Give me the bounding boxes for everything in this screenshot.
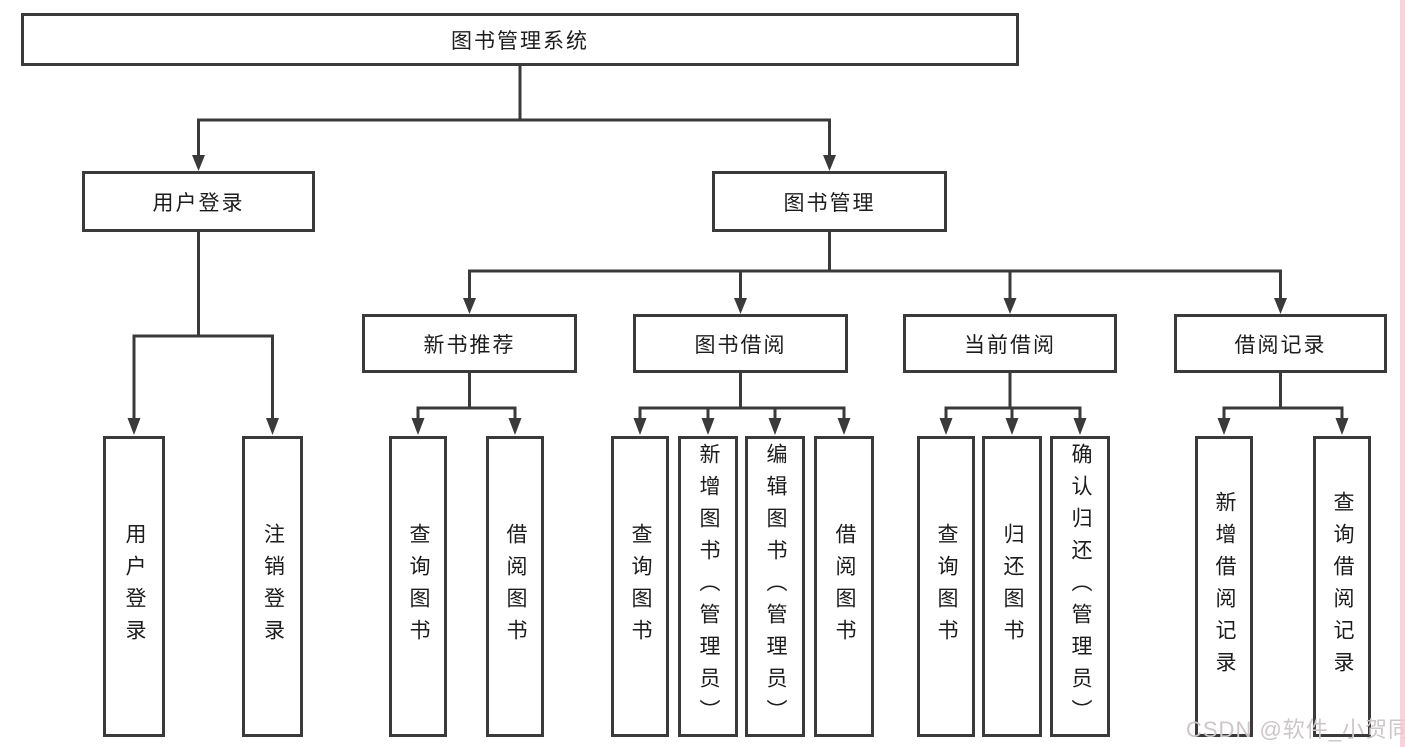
node-label: 编辑图书（管理员） xyxy=(764,442,787,731)
node-label: 用户登录 xyxy=(123,522,146,651)
node-label: 归还图书 xyxy=(1001,522,1024,651)
right-edge-strip xyxy=(1400,0,1405,747)
edge-newbook-branch xyxy=(416,406,517,420)
arrowhead xyxy=(1274,298,1287,314)
node-leaf-borrow-books-1: 借阅图书 xyxy=(486,436,544,737)
csdn-watermark: CSDN @软件_小贺同学 xyxy=(1186,717,1405,742)
node-label: 新增图书（管理员） xyxy=(697,442,720,731)
arrowhead xyxy=(1073,418,1087,435)
arrowhead xyxy=(837,418,851,435)
edge-root-branch xyxy=(197,118,831,157)
arrowhead xyxy=(411,418,425,435)
arrowhead xyxy=(508,418,522,435)
node-label: 确认归还（管理员） xyxy=(1069,442,1092,731)
node-label: 图书管理系统 xyxy=(451,29,589,53)
node-label: 查询借阅记录 xyxy=(1331,490,1354,683)
arrowhead xyxy=(1217,418,1231,435)
node-label: 当前借阅 xyxy=(964,333,1056,357)
node-label: 借阅图书 xyxy=(504,522,527,651)
node-leaf-query-books-2: 查询图书 xyxy=(611,436,669,737)
node-leaf-query-books-1: 查询图书 xyxy=(389,436,447,737)
node-label: 新书推荐 xyxy=(423,333,516,357)
arrowhead xyxy=(768,418,782,435)
edge-login-branch xyxy=(132,334,274,420)
node-current-borrow: 当前借阅 xyxy=(903,314,1117,373)
node-label: 查询图书 xyxy=(407,522,430,651)
node-label: 查询图书 xyxy=(935,522,958,651)
node-leaf-user-login: 用户登录 xyxy=(103,436,165,737)
arrowhead xyxy=(1005,418,1019,435)
node-user-login-group: 用户登录 xyxy=(82,171,315,232)
arrowhead xyxy=(127,418,141,435)
node-label: 借阅记录 xyxy=(1234,333,1327,357)
node-library-management-system: 图书管理系统 xyxy=(21,13,1019,66)
node-label: 借阅图书 xyxy=(833,522,856,651)
node-leaf-logout: 注销登录 xyxy=(242,436,303,737)
arrowhead xyxy=(463,298,476,314)
edge-borrow-branch xyxy=(638,406,846,420)
node-leaf-query-borrow-record: 查询借阅记录 xyxy=(1313,436,1371,737)
arrowhead xyxy=(1335,418,1349,435)
arrowhead xyxy=(701,418,715,435)
node-leaf-query-books-3: 查询图书 xyxy=(917,436,975,737)
arrowhead xyxy=(823,155,836,171)
node-label: 图书管理 xyxy=(783,191,876,215)
edge-mgmt-branch xyxy=(468,269,1282,300)
node-leaf-confirm-return-admin: 确认归还（管理员） xyxy=(1050,436,1110,737)
node-new-book-recommend: 新书推荐 xyxy=(362,314,577,373)
node-leaf-edit-books-admin: 编辑图书（管理员） xyxy=(745,436,805,737)
node-leaf-borrow-books-2: 借阅图书 xyxy=(814,436,874,737)
node-label: 用户登录 xyxy=(152,191,245,215)
arrowhead xyxy=(266,418,279,435)
node-leaf-add-borrow-record: 新增借阅记录 xyxy=(1195,436,1253,737)
node-borrow-record: 借阅记录 xyxy=(1174,314,1387,373)
node-book-borrow: 图书借阅 xyxy=(633,314,848,373)
node-leaf-return-books: 归还图书 xyxy=(982,436,1042,737)
arrowhead xyxy=(734,298,747,314)
node-label: 注销登录 xyxy=(261,522,285,651)
node-label: 图书借阅 xyxy=(694,333,787,357)
edge-record-branch xyxy=(1222,406,1344,420)
arrowhead xyxy=(1003,298,1017,314)
node-label: 查询图书 xyxy=(629,522,652,651)
node-label: 新增借阅记录 xyxy=(1213,490,1236,683)
edge-current-branch xyxy=(944,406,1082,420)
arrowhead xyxy=(192,155,205,171)
arrowhead xyxy=(633,418,647,435)
node-book-management-group: 图书管理 xyxy=(712,171,947,232)
node-leaf-add-books-admin: 新增图书（管理员） xyxy=(678,436,738,737)
arrowhead xyxy=(939,418,953,435)
